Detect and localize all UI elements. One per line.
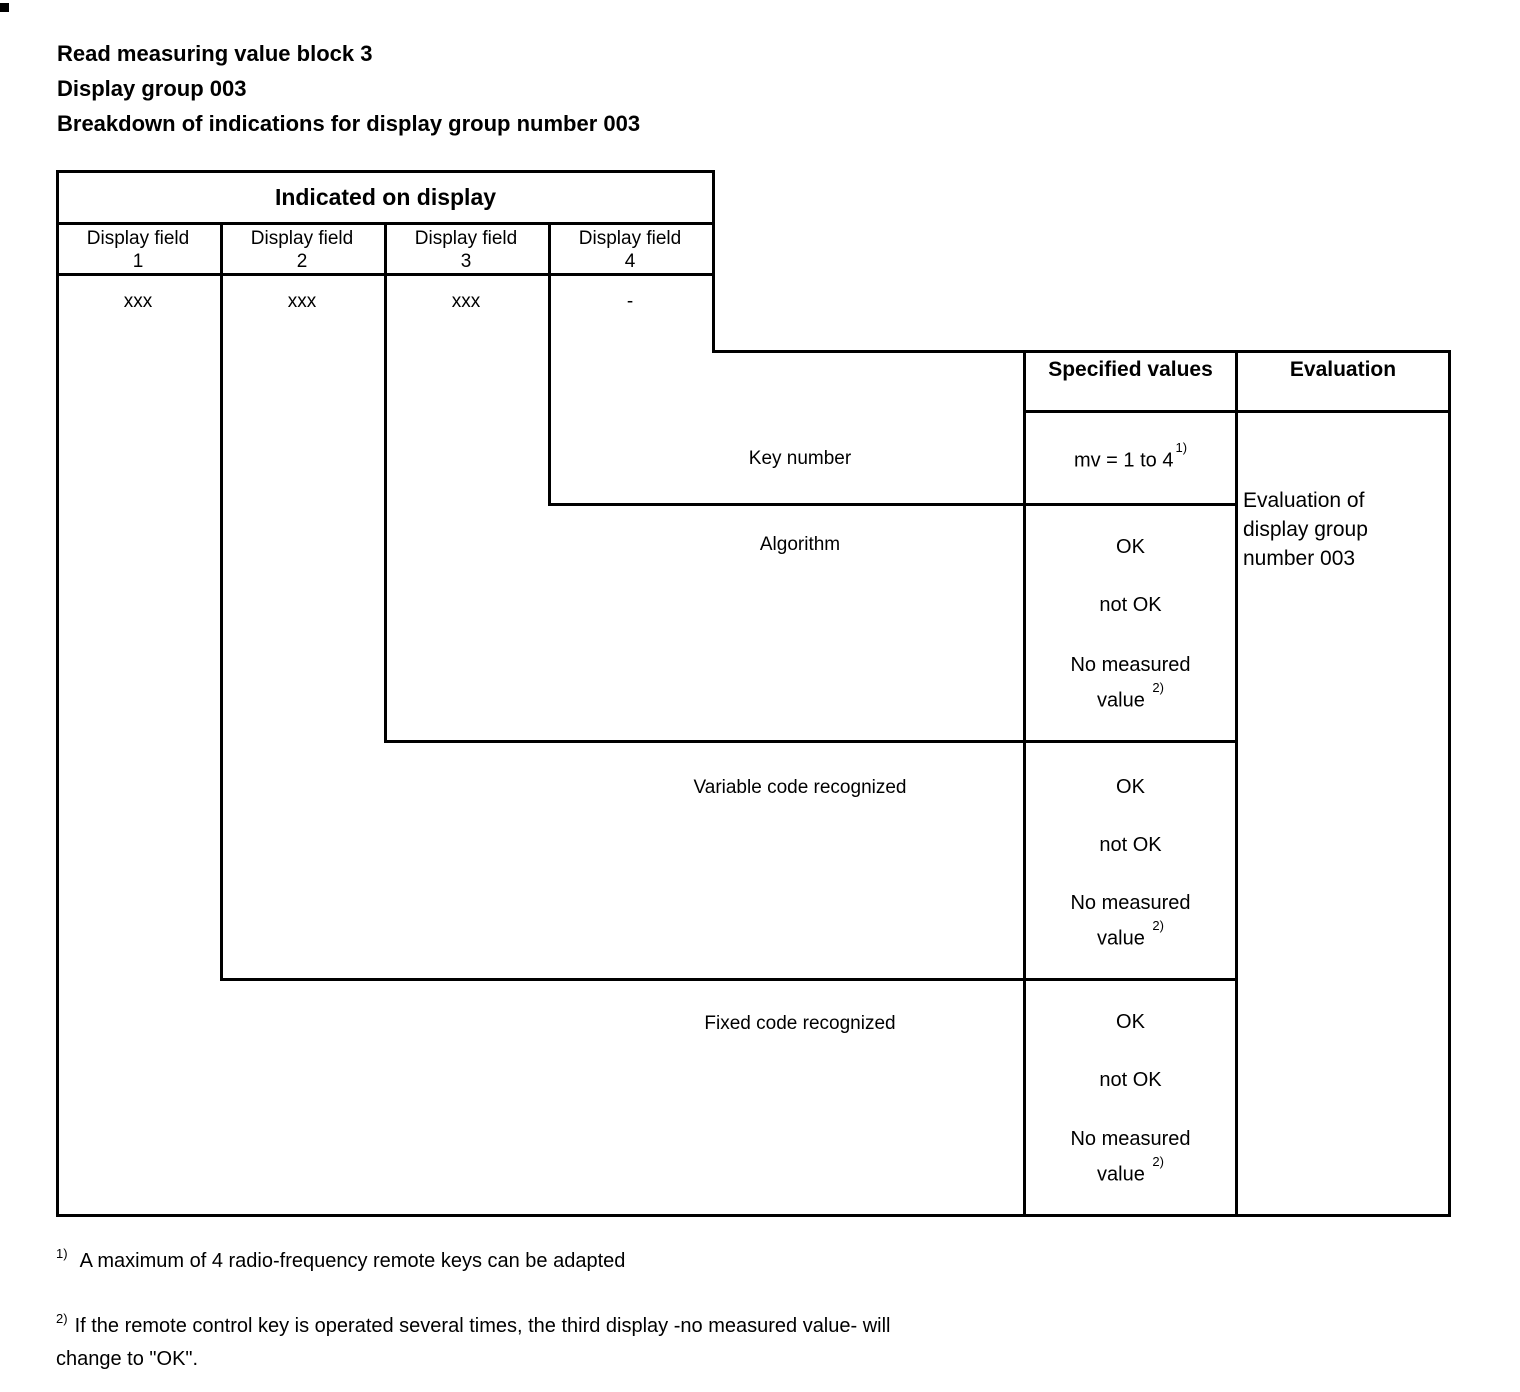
matrix-top-border — [712, 350, 1451, 353]
specified-values-left-border — [1023, 350, 1026, 1217]
column-3-4-divider — [548, 222, 551, 506]
algorithm-value-no-measured: No measured value 2) — [1026, 651, 1235, 716]
no-measured-word: value — [1097, 689, 1145, 712]
column-header-display-field-2: Display field 2 — [220, 227, 384, 273]
column-header-label: Display field — [578, 228, 682, 249]
column-header-display-field-4: Display field 4 — [548, 227, 712, 273]
display-field-1-value: xxx — [123, 291, 153, 312]
specified-values-header: Specified values — [1048, 358, 1213, 381]
page-title-line-1: Read measuring value block 3 — [57, 41, 373, 66]
no-measured-line-1: No measured — [1070, 892, 1191, 914]
footnote-2-text: If the remote control key is operated se… — [74, 1315, 891, 1337]
column-header-label: Display field — [250, 228, 354, 249]
footnote-2-marker: 2) — [1152, 680, 1164, 695]
key-number-row-divider — [548, 503, 1238, 506]
fixed-code-value-ok: OK — [1116, 1011, 1145, 1033]
evaluation-cell-text: Evaluation of display group number 003 — [1243, 486, 1368, 573]
row-label-variable-code: Variable code recognized — [693, 777, 907, 798]
algorithm-value-ok: OK — [1116, 536, 1145, 558]
display-field-2-value: xxx — [287, 291, 317, 312]
evaluation-header: Evaluation — [1289, 358, 1397, 381]
column-header-number: 1 — [132, 251, 144, 272]
table-right-border — [712, 170, 715, 353]
fixed-code-value-not-ok: not OK — [1099, 1069, 1162, 1091]
variable-code-value-no-measured: No measured value 2) — [1026, 889, 1235, 954]
table-left-border — [56, 170, 59, 1217]
column-header-label: Display field — [86, 228, 190, 249]
specified-evaluation-divider — [1235, 350, 1238, 1217]
footnote-2-marker: 2) — [1152, 918, 1164, 933]
column-header-number: 3 — [460, 251, 472, 272]
evaluation-text-line-2: display group — [1243, 518, 1368, 541]
row-label-fixed-code: Fixed code recognized — [704, 1013, 896, 1034]
no-measured-line-1: No measured — [1070, 1128, 1191, 1150]
algorithm-row-divider — [384, 740, 1238, 743]
evaluation-text-line-3: number 003 — [1243, 547, 1356, 570]
column-header-number: 4 — [624, 251, 636, 272]
footnote-2-line-1: 2) If the remote control key is operated … — [56, 1311, 891, 1338]
variable-code-row-divider — [220, 978, 1238, 981]
row-label-algorithm: Algorithm — [759, 534, 841, 555]
page-title-line-3: Breakdown of indications for display gro… — [57, 111, 641, 136]
display-field-3-value: xxx — [451, 291, 481, 312]
footnote-1-superscript: 1) — [56, 1246, 68, 1261]
column-header-display-field-1: Display field 1 — [56, 227, 220, 273]
no-measured-line-2: value 2) — [1026, 680, 1235, 716]
display-field-4-value: - — [626, 291, 634, 312]
no-measured-line-1: No measured — [1070, 654, 1191, 676]
variable-code-value-ok: OK — [1116, 776, 1145, 798]
column-header-number: 2 — [296, 251, 308, 272]
scan-artifact — [0, 3, 9, 12]
page-title-line-2: Display group 003 — [57, 76, 247, 101]
column-2-3-divider — [384, 222, 387, 743]
row-label-key-number: Key number — [748, 448, 852, 469]
no-measured-line-2: value 2) — [1026, 1154, 1235, 1190]
no-measured-word: value — [1097, 1163, 1145, 1186]
footnote-1-marker: 1) — [1175, 440, 1188, 455]
table-top-border — [56, 170, 715, 173]
footnote-2-superscript: 2) — [56, 1311, 68, 1326]
footnote-2-marker: 2) — [1152, 1154, 1164, 1169]
column-header-label: Display field — [414, 228, 518, 249]
no-measured-word: value — [1097, 927, 1145, 950]
no-measured-line-2: value 2) — [1026, 918, 1235, 954]
algorithm-value-not-ok: not OK — [1099, 594, 1162, 616]
bottom-border — [56, 1214, 1451, 1217]
column-header-display-field-3: Display field 3 — [384, 227, 548, 273]
evaluation-right-border — [1448, 350, 1451, 1217]
key-number-specified-value: mv = 1 to 41) — [1026, 440, 1235, 473]
footnote-2-line-2: change to "OK". — [56, 1348, 199, 1370]
evaluation-text-line-1: Evaluation of — [1243, 489, 1365, 512]
key-number-value: mv = 1 to 4 — [1073, 449, 1174, 472]
footnote-1-text: A maximum of 4 radio-frequency remote ke… — [79, 1250, 626, 1272]
variable-code-value-not-ok: not OK — [1099, 834, 1162, 856]
table-header: Indicated on display — [274, 184, 497, 210]
footnote-1: 1) A maximum of 4 radio-frequency remote … — [56, 1246, 626, 1273]
fixed-code-value-no-measured: No measured value 2) — [1026, 1125, 1235, 1190]
column-1-2-divider — [220, 222, 223, 981]
